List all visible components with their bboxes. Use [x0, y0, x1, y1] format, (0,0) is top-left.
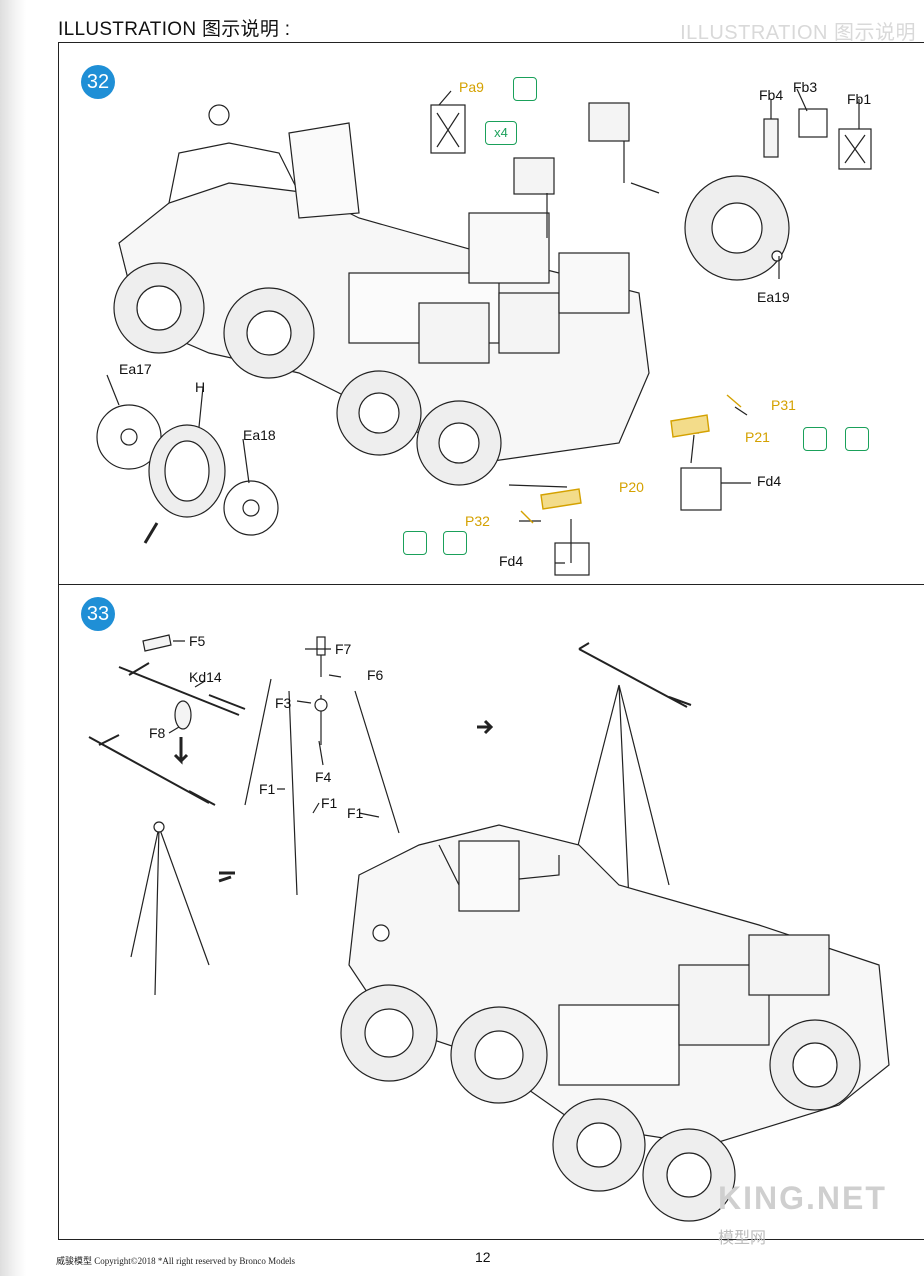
- part-label-f8: F8: [149, 725, 166, 741]
- part-label-f1: F1: [259, 781, 276, 797]
- paint-brush-icon: [443, 531, 467, 555]
- page-header: ILLUSTRATION 图示说明 :: [58, 19, 291, 40]
- part-label-kd14: Kd14: [189, 669, 222, 685]
- step-number-badge: 33: [81, 597, 115, 631]
- part-label-p20: P20: [619, 479, 644, 495]
- glue-down-icon: [403, 531, 427, 555]
- paint-brush-icon: [513, 77, 537, 101]
- part-label-fb1: Fb1: [847, 91, 872, 107]
- step-33-drawing: [88, 634, 890, 1222]
- quantity-badge: x4: [485, 121, 517, 145]
- bleed-through-text: ILLUSTRATION 图示说明: [680, 22, 916, 44]
- part-label-fb4: Fb4: [759, 87, 784, 103]
- part-label-ea18: Ea18: [243, 427, 276, 443]
- step-32-panel: 32 Pa9 x4 Fb4 Fb3 Fb1 Ea19 Ea17 H Ea18 P…: [58, 42, 924, 586]
- part-label-f3: F3: [275, 695, 292, 711]
- page-number: 12: [475, 1249, 491, 1265]
- part-label-fb3: Fb3: [793, 79, 818, 95]
- part-label-fd4: Fd4: [499, 553, 524, 569]
- paint-brush-icon: [845, 427, 869, 451]
- part-label-f5: F5: [189, 633, 206, 649]
- part-label-f1: F1: [347, 805, 364, 821]
- part-label-f4: F4: [315, 769, 332, 785]
- part-label-h: H: [195, 379, 206, 395]
- step-number-badge: 32: [81, 65, 115, 99]
- part-label-f7: F7: [335, 641, 352, 657]
- binding-edge: [0, 0, 26, 1276]
- part-label-pa9: Pa9: [459, 79, 484, 95]
- copyright-footer: 威骏模型 Copyright©2018 *All right reserved …: [56, 1256, 296, 1266]
- part-label-p31: P31: [771, 397, 796, 413]
- step-33-panel: 33 F5 Kd14 F8 F7 F6 F3 F4 F1 F1 F1: [58, 584, 924, 1240]
- part-label-ea17: Ea17: [119, 361, 152, 377]
- part-label-p21: P21: [745, 429, 770, 445]
- glue-down-icon: [803, 427, 827, 451]
- part-label-f1: F1: [321, 795, 338, 811]
- part-label-fd4: Fd4: [757, 473, 782, 489]
- step-32-drawing: [96, 88, 872, 576]
- watermark-subtext: 模型网: [718, 1230, 767, 1247]
- part-label-ea19: Ea19: [757, 289, 790, 305]
- watermark-text: KING.NET: [718, 1180, 887, 1216]
- part-label-p32: P32: [465, 513, 490, 529]
- part-label-f6: F6: [367, 667, 384, 683]
